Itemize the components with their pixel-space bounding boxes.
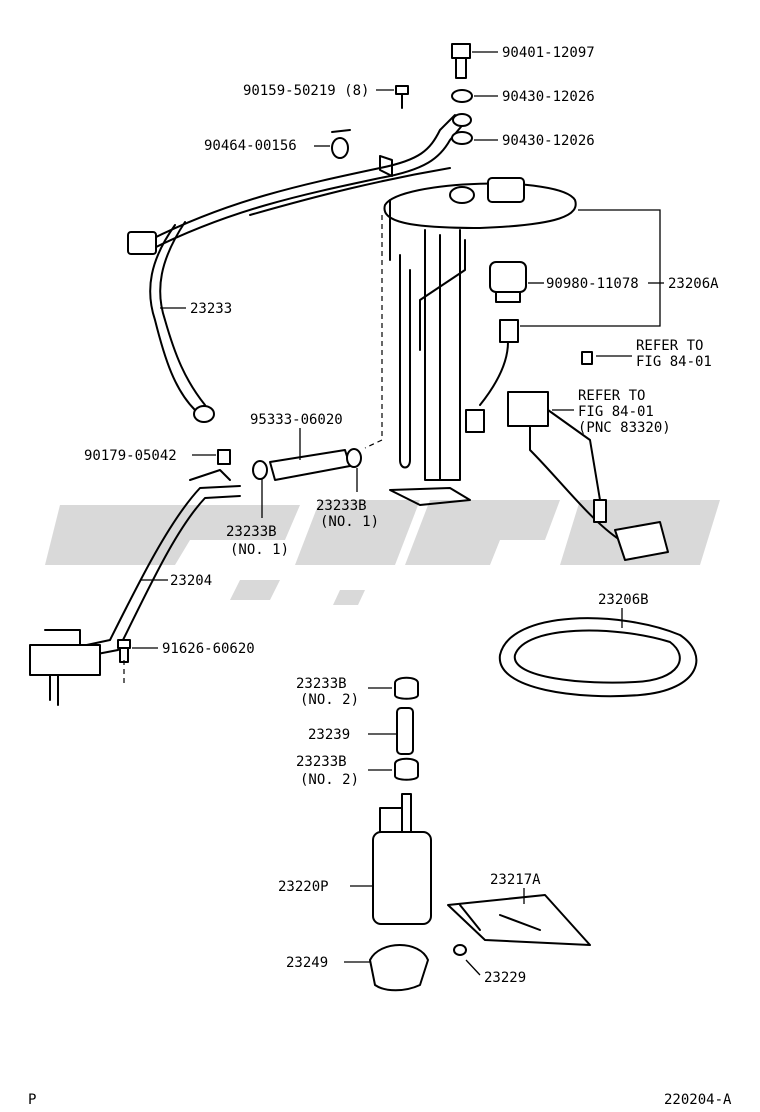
label-23233b-4: 23233B (296, 754, 347, 770)
pump-bracket-assembly (383, 177, 577, 506)
label-refer-2-line1: REFER TO (578, 388, 645, 404)
hose-23239 (396, 707, 414, 755)
clamp-23233b-no2-lower (394, 757, 419, 781)
clip-90179 (217, 449, 231, 465)
label-refer-2-line2: FIG 84-01 (578, 404, 654, 420)
relay-90980 (489, 261, 527, 303)
label-23233b-1: 23233B (316, 498, 367, 514)
label-23204: 23204 (170, 573, 212, 589)
label-90464-00156: 90464-00156 (204, 138, 297, 154)
label-90430-12026-a: 90430-12026 (502, 89, 595, 105)
clamp-90464 (331, 129, 351, 159)
label-90159-50219: 90159-50219 (8) (243, 83, 369, 99)
fuel-pump-23220p (372, 793, 432, 925)
footer-left-code: P (28, 1092, 36, 1108)
label-23233b-2: 23233B (226, 524, 277, 540)
sender-gauge (465, 319, 669, 561)
label-no1-2: (NO. 1) (230, 542, 289, 558)
label-23233b-3: 23233B (296, 676, 347, 692)
bolt-91626 (117, 639, 131, 663)
watermark-logo (45, 500, 720, 605)
guide-line-bracket (364, 215, 383, 449)
clip-23229 (453, 944, 467, 956)
label-23239: 23239 (308, 727, 350, 743)
screw-90159 (395, 85, 409, 109)
label-no1-1: (NO. 1) (320, 514, 379, 530)
label-91626-60620: 91626-60620 (162, 641, 255, 657)
footer-figure-number: 220204-A (664, 1092, 732, 1108)
label-23206b: 23206B (598, 592, 649, 608)
bolt-and-washers (451, 43, 473, 145)
label-90179-05042: 90179-05042 (84, 448, 177, 464)
label-23233: 23233 (190, 301, 232, 317)
label-95333-06020: 95333-06020 (250, 412, 343, 428)
label-refer-1-line2: FIG 84-01 (636, 354, 712, 370)
label-23249: 23249 (286, 955, 328, 971)
fuel-pipe-23204 (29, 469, 241, 706)
label-refer-2-line3: (PNC 83320) (578, 420, 671, 436)
label-refer-1-line1: REFER TO (636, 338, 703, 354)
label-90980-11078: 90980-11078 (546, 276, 639, 292)
label-90401-12097: 90401-12097 (502, 45, 595, 61)
label-no2-2: (NO. 2) (300, 772, 359, 788)
clamp-23233b-no2-upper (394, 676, 419, 700)
hose-assembly-23233 (127, 114, 466, 423)
leader-lines (132, 51, 664, 976)
label-90430-12026-b: 90430-12026 (502, 133, 595, 149)
label-23220p: 23220P (278, 879, 329, 895)
cushion-23249 (369, 944, 429, 992)
label-no2-1: (NO. 2) (300, 692, 359, 708)
gasket-23206b (498, 617, 698, 698)
label-23217a: 23217A (490, 872, 541, 888)
filter-23217a (447, 894, 591, 946)
label-23229: 23229 (484, 970, 526, 986)
label-23206a: 23206A (668, 276, 719, 292)
hose-95333 (252, 448, 362, 481)
